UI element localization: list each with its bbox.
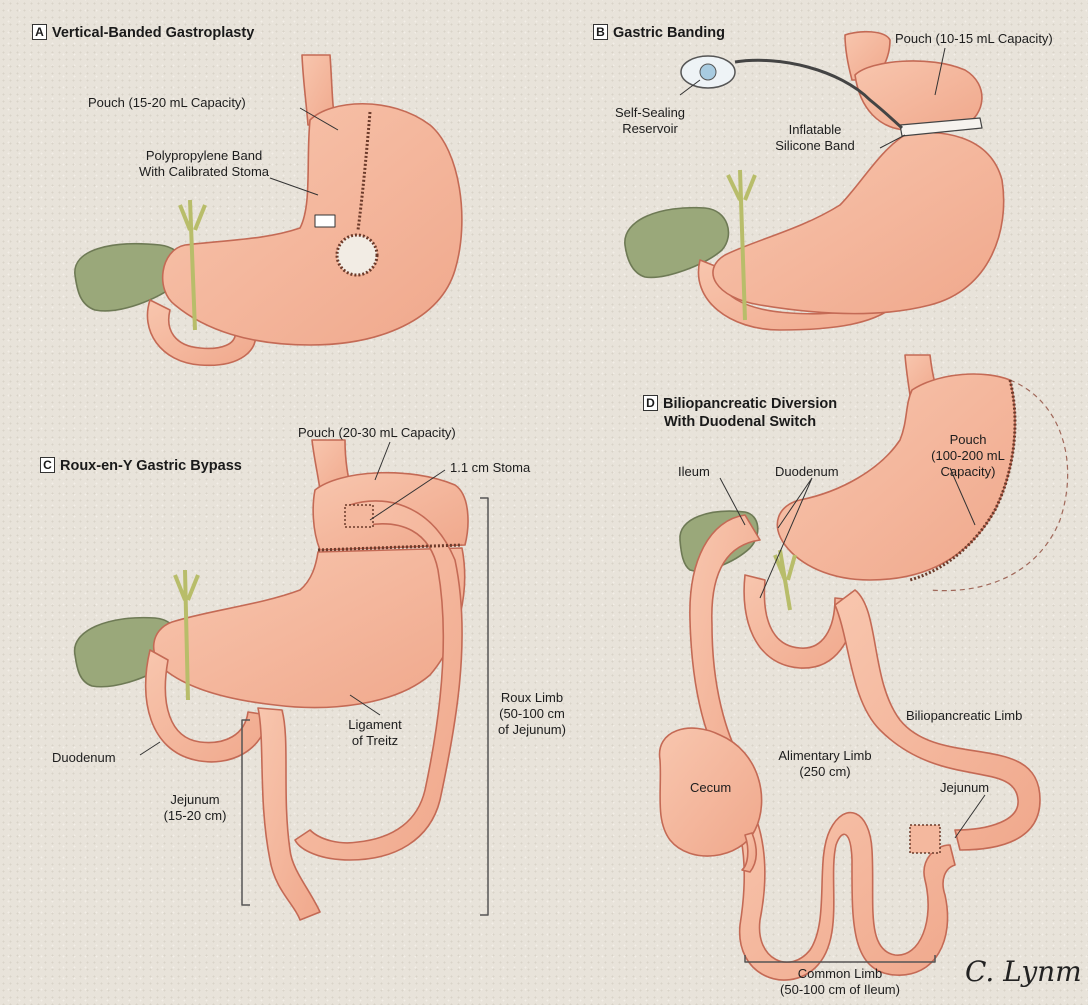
panel-c-stoma-label: 1.1 cm Stoma [450,460,530,476]
panel-b-letter: B [593,24,608,40]
panel-d-pouch-label-line1: Pouch [918,432,1018,448]
panel-d-alimentary-label: Alimentary Limb (250 cm) [765,748,885,780]
panel-d-title: D Biliopancreatic Diversion With Duodenal… [643,395,837,431]
panel-b-reservoir-label-line1: Self-Sealing [600,105,700,121]
panel-b-band-label-line2: Silicone Band [755,138,875,154]
panel-c-jejunum-label-line2: (15-20 cm) [155,808,235,824]
panel-b-band-label: Inflatable Silicone Band [755,122,875,154]
panel-d-alimentary-label-line2: (250 cm) [765,764,885,780]
panel-d-pouch-label: Pouch (100-200 mL Capacity) [918,432,1018,480]
leader-c-duodenum [140,742,160,755]
panel-c-artwork [75,440,488,920]
panel-c-ligament-label: Ligament of Treitz [335,717,415,749]
panel-c-roux-label-line1: Roux Limb [492,690,572,706]
panel-a-stoma-ring [337,235,377,275]
panel-c-stoma-patch [345,505,373,527]
panel-d-cecum-label: Cecum [690,780,731,796]
panel-a-band-label: Polypropylene Band With Calibrated Stoma [130,148,278,180]
panel-c-jejunum-label-line1: Jejunum [155,792,235,808]
panel-c-letter: C [40,457,55,473]
panel-c-title-text: Roux-en-Y Gastric Bypass [60,458,242,474]
panel-a-band-label-line1: Polypropylene Band [130,148,278,164]
panel-b-reservoir-label: Self-Sealing Reservoir [600,105,700,137]
panel-c-jejunum-segment [258,708,320,920]
panel-d-title-line2: With Duodenal Switch [643,413,837,431]
panel-a-title: A Vertical-Banded Gastroplasty [32,24,254,42]
panel-c-duodenum-label: Duodenum [52,750,116,766]
panel-c-jejunum-label: Jejunum (15-20 cm) [155,792,235,824]
panel-b-reservoir-label-line2: Reservoir [600,121,700,137]
panel-d-title-line1: Biliopancreatic Diversion [663,396,837,412]
panel-d-jejunum-label: Jejunum [940,780,989,796]
artist-signature: C. Lynm [965,955,1082,988]
panel-c-roux-label: Roux Limb (50-100 cm of Jejunum) [492,690,572,738]
panel-d-ileum-label: Ileum [678,464,710,480]
panel-a-pouch-label: Pouch (15-20 mL Capacity) [88,95,246,111]
panel-b-title-text: Gastric Banding [613,25,725,41]
panel-d-common-label-line1: Common Limb [760,966,920,982]
panel-b-reservoir-port [700,64,716,80]
panel-d-alimentary-label-line1: Alimentary Limb [765,748,885,764]
panel-c-roux-label-line2: (50-100 cm [492,706,572,722]
panel-a-title-text: Vertical-Banded Gastroplasty [52,25,254,41]
panel-d-bile-duct [775,550,795,610]
panel-c-roux-label-line3: of Jejunum) [492,722,572,738]
panel-b-band-label-line1: Inflatable [755,122,875,138]
panel-a-stomach [163,104,462,345]
panel-b-title: B Gastric Banding [593,24,725,42]
panel-d-duodenal-loop [744,575,855,668]
panel-c-ligament-label-line1: Ligament [335,717,415,733]
panel-a-letter: A [32,24,47,40]
panel-d-common-label-line2: (50-100 cm of Ileum) [760,982,920,998]
panel-d-common-label: Common Limb (50-100 cm of Ileum) [760,966,920,998]
panel-d-common-limb [728,790,955,980]
panel-d-pouch-label-line3: Capacity) [918,464,1018,480]
panel-d-anastomosis [910,825,940,853]
panel-c-pouch-label: Pouch (20-30 mL Capacity) [298,425,456,441]
panel-d-biliopancreatic-label: Biliopancreatic Limb [906,708,1022,724]
panel-a-band-clip [315,215,335,227]
panel-d-pouch-label-line2: (100-200 mL [918,448,1018,464]
panel-b-pouch-label: Pouch (10-15 mL Capacity) [895,31,1053,47]
panel-d-letter: D [643,395,658,411]
panel-c-ligament-label-line2: of Treitz [335,733,415,749]
panel-c-stomach [154,548,465,707]
panel-a-band-label-line2: With Calibrated Stoma [130,164,278,180]
panel-c-title: C Roux-en-Y Gastric Bypass [40,457,242,475]
panel-b-stomach [713,133,1004,314]
panel-b-artwork [625,32,1004,330]
panel-c-roux-bracket [480,498,488,915]
panel-d-duodenum-label: Duodenum [775,464,839,480]
